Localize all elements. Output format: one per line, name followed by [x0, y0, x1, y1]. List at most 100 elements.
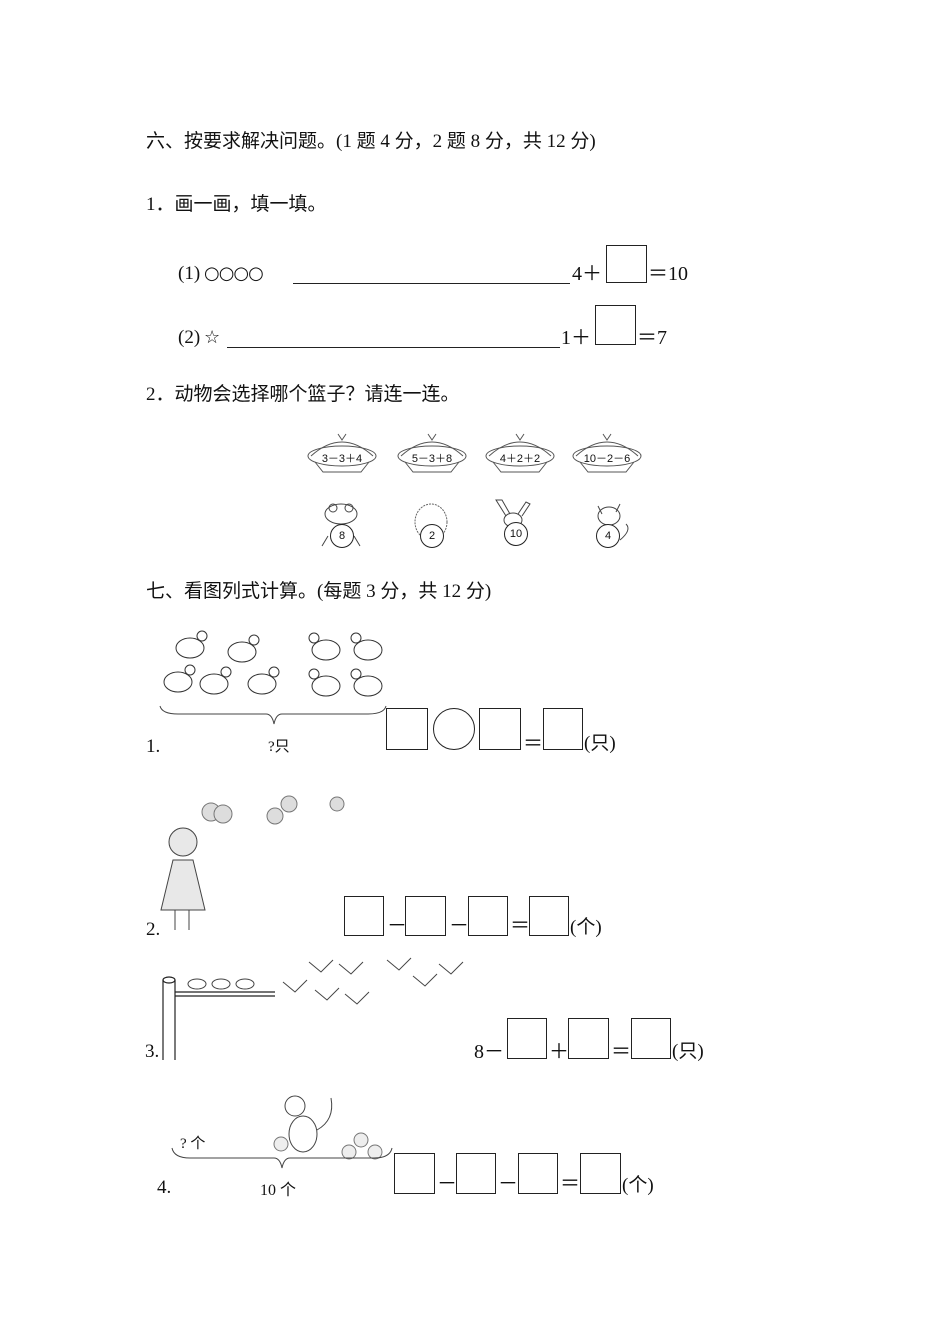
basket-icon: [572, 433, 642, 473]
basket-3[interactable]: 4＋2＋2: [483, 428, 557, 474]
sub1-eq-right: ＝10: [648, 263, 688, 285]
q4-unit: (个): [622, 1175, 654, 1196]
sub1-eq-left: 4＋: [572, 263, 602, 285]
question-2-label: 2．动物会选择哪个篮子？请连一连。: [146, 384, 460, 405]
q4-number: 4.: [157, 1177, 172, 1198]
basket-2[interactable]: 5－3＋8: [395, 428, 469, 474]
animal-sheep[interactable]: 2: [408, 500, 454, 552]
q3-plus: ＋: [549, 1041, 569, 1063]
brace-icon: [171, 1147, 393, 1169]
q1-unit: (只): [584, 733, 616, 754]
q2-number: 2.: [146, 919, 161, 940]
sub2-prefix: (2): [178, 327, 201, 348]
basket-1[interactable]: 3－3＋4: [305, 428, 379, 474]
q3-number: 3.: [145, 1041, 160, 1062]
roosters-illustration: [163, 630, 383, 697]
basket-icon: [485, 433, 555, 473]
flying-bird-icon: [344, 991, 370, 1005]
flying-bird-icon: [386, 957, 412, 971]
q2-unit: (个): [570, 917, 602, 938]
q4-equals: ＝: [560, 1173, 580, 1195]
sub2-eq-right: ＝7: [637, 327, 667, 349]
basket-equation: 10－2－6: [583, 453, 631, 465]
circles-shapes: ○○○○: [204, 263, 264, 284]
q3-start: 8－: [474, 1041, 504, 1063]
balloon-icon: [280, 795, 298, 813]
draw-line-1[interactable]: [293, 283, 570, 284]
q3-box-1[interactable]: [507, 1018, 547, 1059]
basket-icon: [397, 433, 467, 473]
wire-icon: [175, 991, 275, 997]
animal-number: 10: [504, 522, 528, 546]
q4-box-2[interactable]: [456, 1153, 496, 1194]
q1-operator-circle[interactable]: [433, 708, 475, 750]
peach-icon: [341, 1144, 357, 1160]
section-7-title: 七、看图列式计算。(每题 3 分，共 12 分): [146, 581, 492, 602]
basket-equation: 5－3＋8: [411, 453, 453, 465]
q2-minus-2: －: [449, 915, 469, 937]
sheep-icon: [414, 503, 448, 541]
basket-4[interactable]: 10－2－6: [570, 428, 644, 474]
animal-number: 8: [330, 524, 354, 548]
brace-icon: [159, 705, 387, 725]
section-6-title: 六、按要求解决问题。(1 题 4 分，2 题 8 分，共 12 分): [146, 131, 596, 152]
q1-number: 1.: [146, 736, 161, 757]
rooster-icon: [199, 666, 232, 695]
q2-box-3[interactable]: [468, 896, 508, 936]
answer-box-sub1[interactable]: [606, 245, 647, 283]
flying-bird-icon: [412, 973, 438, 987]
animal-number: 2: [420, 524, 444, 548]
q4-minus-1: －: [437, 1173, 457, 1195]
balloon-icon: [213, 804, 233, 824]
frog-icon: [321, 503, 361, 547]
rooster-icon: [247, 666, 280, 695]
q4-box-1[interactable]: [394, 1153, 435, 1194]
rooster-icon: [227, 634, 260, 663]
animal-rabbit[interactable]: 10: [490, 498, 536, 550]
q3-box-2[interactable]: [568, 1018, 609, 1059]
pole-icon: [162, 980, 176, 1060]
q2-equals: ＝: [510, 915, 530, 937]
q3-unit: (只): [672, 1041, 704, 1062]
rooster-icon: [350, 632, 383, 661]
flying-bird-icon: [282, 979, 308, 993]
q1-brace-label: ?只: [268, 739, 290, 755]
balloon-icon: [329, 796, 345, 812]
question-1-label: 1．画一画，填一填。: [146, 194, 327, 215]
peach-icon: [367, 1144, 383, 1160]
q3-box-result[interactable]: [631, 1018, 671, 1059]
q2-box-2[interactable]: [405, 896, 446, 936]
q4-top-label: ? 个: [180, 1136, 206, 1152]
animal-number: 4: [596, 524, 620, 548]
animal-cat[interactable]: 4: [588, 500, 634, 552]
answer-box-sub2[interactable]: [595, 305, 636, 345]
q1-box-result[interactable]: [543, 708, 583, 750]
animal-frog[interactable]: 8: [318, 500, 364, 552]
q1-box-1[interactable]: [386, 708, 428, 750]
q3-equals: ＝: [611, 1041, 631, 1063]
q2-minus-1: －: [387, 915, 407, 937]
rooster-icon: [163, 664, 196, 693]
q4-minus-2: －: [498, 1173, 518, 1195]
q4-brace-label: 10 个: [260, 1182, 297, 1199]
star-shape: ☆: [204, 327, 221, 348]
sub1-prefix: (1): [178, 263, 201, 284]
rooster-icon: [308, 668, 341, 697]
draw-line-2[interactable]: [227, 347, 560, 348]
sub2-eq-left: 1＋: [561, 327, 591, 349]
bird-icon: [211, 978, 231, 990]
bird-icon: [187, 978, 207, 990]
peach-icon: [353, 1132, 369, 1148]
q4-box-3[interactable]: [518, 1153, 558, 1194]
monkey-peaches-illustration: [273, 1095, 383, 1160]
balloon-icon: [266, 807, 284, 825]
q2-box-1[interactable]: [344, 896, 384, 936]
flying-bird-icon: [314, 987, 340, 1001]
rooster-icon: [350, 668, 383, 697]
q1-box-2[interactable]: [479, 708, 521, 750]
q2-box-result[interactable]: [529, 896, 569, 936]
flying-bird-icon: [338, 961, 364, 975]
q4-box-result[interactable]: [580, 1153, 621, 1194]
q1-equals: ＝: [523, 733, 543, 755]
birds-illustration: [162, 957, 464, 1060]
